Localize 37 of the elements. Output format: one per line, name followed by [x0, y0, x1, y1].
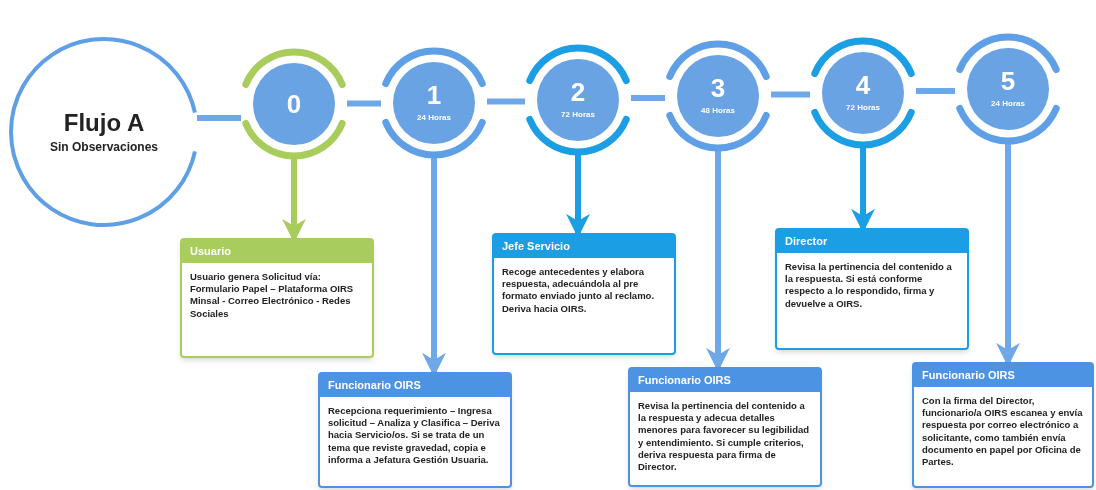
step-card — [492, 233, 676, 355]
step-card — [318, 372, 512, 488]
card-text: Revisa la pertinencia del contenido a la respuesta. Si está conforme respecto a lo respondido, firma y devuelve a OIRS. — [784, 259, 953, 310]
step-duration: 48 Horas — [701, 105, 735, 117]
step-number: 3 — [710, 75, 726, 101]
step-number: 0 — [286, 91, 302, 117]
step-number: 5 — [1000, 68, 1016, 94]
connector-line — [487, 98, 525, 105]
step-number: 2 — [570, 79, 586, 105]
flow-title: Flujo A — [63, 108, 145, 138]
card-header: Usuario — [182, 240, 372, 263]
connector-line — [631, 95, 665, 101]
connector-line — [347, 100, 381, 107]
step-duration: 72 Horas — [846, 102, 880, 114]
connector-line — [771, 91, 810, 98]
card-header: Funcionario OIRS — [630, 369, 820, 392]
step-card — [628, 367, 822, 487]
card-text: Revisa la pertinencia del contenido a la respuesta y adecua detalles menores para favorecer su legibilidad y entendimiento. Si cumple criterios, deriva respuesta para firma de Director. — [637, 398, 811, 474]
step-number: 1 — [426, 82, 442, 108]
connector-line — [197, 115, 241, 121]
step-duration: 24 Horas — [991, 98, 1025, 110]
step-card — [912, 362, 1094, 488]
flow-subtitle: Sin Observaciones — [49, 139, 158, 156]
card-text: Con la firma del Director, funcionario/a OIRS escanea y envía respuesta por correo electrónico a solicitante, como también envía documento en papel por Oficina de Partes. — [921, 393, 1084, 469]
step-duration: 24 Horas — [417, 112, 451, 124]
card-text: Recepciona requerimiento – Ingresa solicitud – Analiza y Clasifica – Deriva hacia Servicio/os. Si se trata de un tema que reviste gravedad, copia e informa a Jefatura Gestión Usuaria. — [327, 403, 501, 467]
card-header: Director — [777, 230, 967, 253]
card-header: Jefe Servicio — [494, 235, 674, 258]
step-duration: 72 Horas — [561, 109, 595, 121]
card-text: Recoge antecedentes y elabora respuesta, adecuándola al pre formato enviado junto al reclamo. Deriva hacia OIRS. — [501, 264, 656, 315]
step-card — [775, 228, 969, 350]
step-card — [180, 238, 374, 358]
connector-line — [916, 88, 955, 94]
card-header: Funcionario OIRS — [914, 364, 1092, 387]
step-number: 4 — [855, 72, 871, 98]
card-header: Funcionario OIRS — [320, 374, 510, 397]
card-text: Usuario genera Solicitud vía: Formulario Papel – Plataforma OIRS Minsal - Correo Electrónico - Redes Sociales — [189, 269, 355, 320]
